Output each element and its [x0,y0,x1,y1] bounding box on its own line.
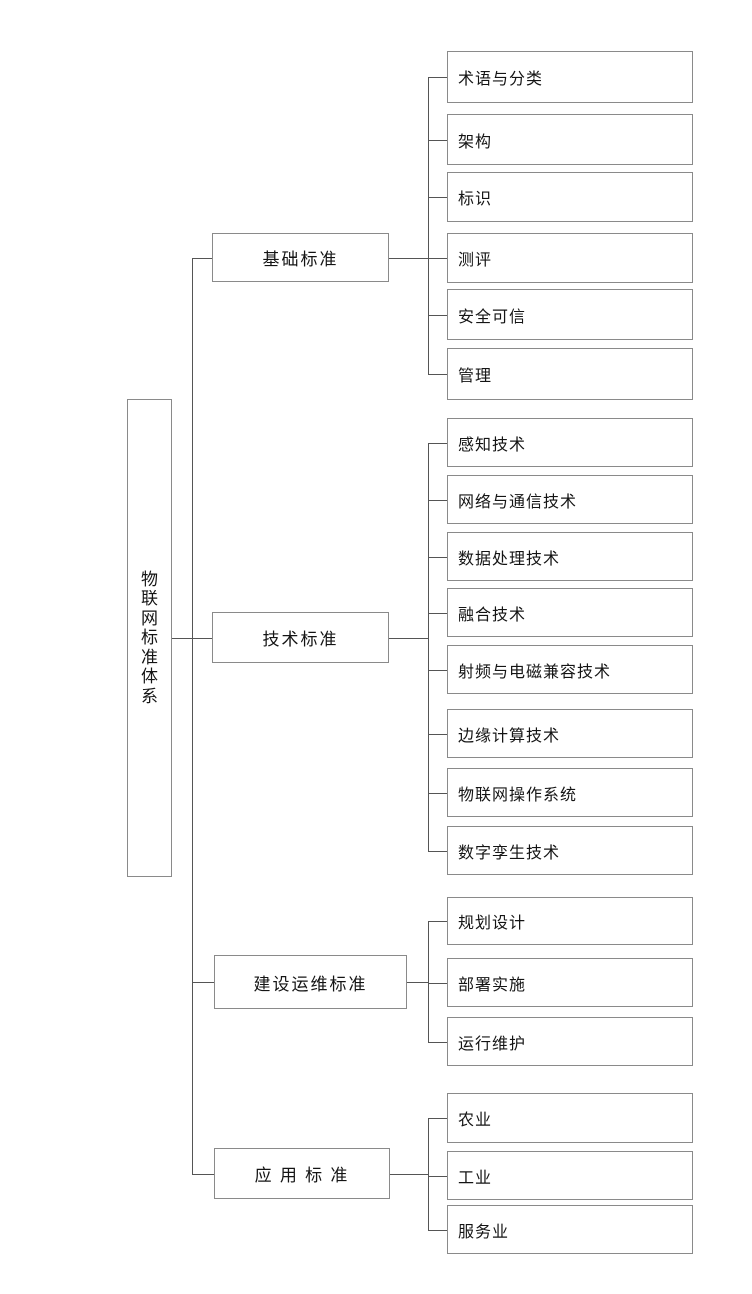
root-label-char: 联 [141,589,158,609]
parent-node-technical-standards: 技术标准 [212,612,389,663]
branch-left-stub [192,1174,214,1175]
branch-right-connector [390,1174,428,1175]
trunk-line [192,258,193,1175]
root-label-char: 网 [141,608,158,628]
child-node-technical-standards-0: 感知技术 [447,418,693,467]
child-node-basic-standards-1: 架构 [447,114,693,165]
branch-rail-line [428,921,429,1043]
root-label-char: 体 [141,667,158,687]
child-stub-line [428,670,447,671]
child-stub-line [428,500,447,501]
branch-right-connector [389,258,428,259]
child-node-application-standards-0: 农业 [447,1093,693,1143]
branch-left-stub [192,258,212,259]
branch-right-connector [389,638,428,639]
child-node-basic-standards-3: 测评 [447,233,693,283]
child-stub-line [428,140,447,141]
child-stub-line [428,1118,447,1119]
branch-rail-line [428,443,429,852]
child-stub-line [428,374,447,375]
child-stub-line [428,921,447,922]
child-node-basic-standards-4: 安全可信 [447,289,693,340]
child-stub-line [428,197,447,198]
child-stub-line [428,1042,447,1043]
parent-node-construction-maintenance-standards: 建设运维标准 [214,955,407,1009]
branch-rail-line [428,77,429,375]
parent-node-basic-standards: 基础标准 [212,233,389,282]
child-stub-line [428,557,447,558]
branch-left-stub [192,982,214,983]
child-node-basic-standards-5: 管理 [447,348,693,400]
child-stub-line [428,443,447,444]
root-label-char: 物 [141,569,158,589]
child-stub-line [428,613,447,614]
child-node-technical-standards-4: 射频与电磁兼容技术 [447,645,693,694]
child-node-technical-standards-2: 数据处理技术 [447,532,693,581]
child-stub-line [428,1230,447,1231]
branch-rail-line [428,1118,429,1231]
child-stub-line [428,793,447,794]
child-stub-line [428,734,447,735]
branch-right-connector [407,982,428,983]
child-node-technical-standards-5: 边缘计算技术 [447,709,693,758]
child-node-application-standards-1: 工业 [447,1151,693,1200]
root-label-char: 准 [141,647,158,667]
child-stub-line [428,1176,447,1177]
child-node-application-standards-2: 服务业 [447,1205,693,1254]
child-stub-line [428,315,447,316]
child-node-technical-standards-7: 数字孪生技术 [447,826,693,875]
child-stub-line [428,77,447,78]
child-node-construction-maintenance-standards-1: 部署实施 [447,958,693,1007]
child-node-construction-maintenance-standards-0: 规划设计 [447,897,693,945]
branch-left-stub [192,638,212,639]
root-label-char: 系 [141,686,158,706]
parent-node-application-standards: 应 用 标 准 [214,1148,390,1199]
child-node-technical-standards-6: 物联网操作系统 [447,768,693,817]
child-node-basic-standards-0: 术语与分类 [447,51,693,103]
child-node-construction-maintenance-standards-2: 运行维护 [447,1017,693,1066]
child-stub-line [428,983,447,984]
root-label-char: 标 [141,628,158,648]
child-node-technical-standards-1: 网络与通信技术 [447,475,693,524]
root-node-iot-standard-system: 物联网标准体系 [127,399,172,877]
child-stub-line [428,258,447,259]
child-node-basic-standards-2: 标识 [447,172,693,222]
root-connector-line [172,638,192,639]
child-node-technical-standards-3: 融合技术 [447,588,693,637]
child-stub-line [428,851,447,852]
